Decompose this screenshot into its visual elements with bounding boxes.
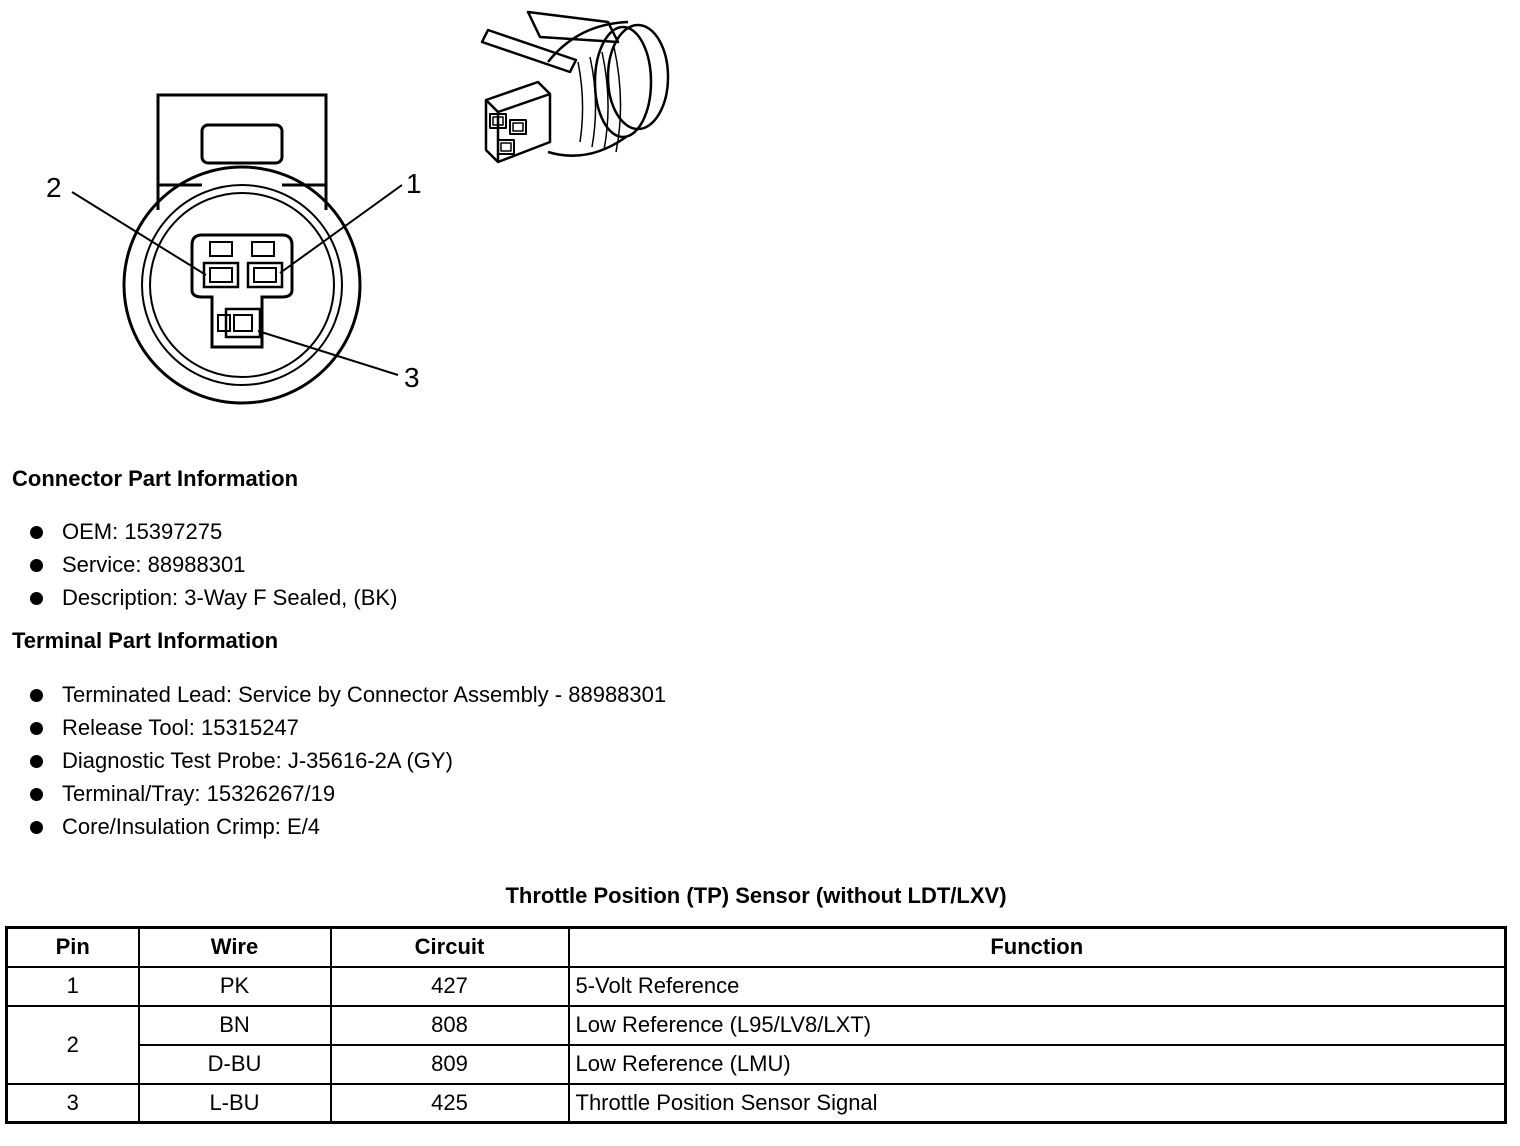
pin-cell: 2 <box>5 1004 140 1085</box>
table-row: 1 PK 427 5-Volt Reference <box>5 965 1507 1007</box>
pin-cell: 3 <box>5 1082 140 1124</box>
circuit-cell: 808 <box>329 1004 570 1046</box>
terminal-part-heading: Terminal Part Information <box>12 628 279 653</box>
connector-part-list: OEM: 15397275 Service: 88988301 Descript… <box>28 518 397 617</box>
table-title: Throttle Position (TP) Sensor (without L… <box>505 883 1007 908</box>
bullet-icon <box>30 592 43 605</box>
wire-cell: D-BU <box>137 1043 332 1085</box>
bullet-icon <box>30 722 43 735</box>
column-header-circuit: Circuit <box>329 926 570 968</box>
circuit-cell: 809 <box>329 1043 570 1085</box>
pin-3-label: 3 <box>404 362 420 393</box>
wire-cell: L-BU <box>137 1082 332 1124</box>
wire-cell: PK <box>137 965 332 1007</box>
list-item-text: Terminated Lead: Service by Connector As… <box>62 682 667 707</box>
column-header-pin: Pin <box>5 926 140 968</box>
connector-isometric-drawing <box>480 10 670 164</box>
pin-cell: 1 <box>5 965 140 1007</box>
list-item-text: Description: 3-Way F Sealed, (BK) <box>62 585 398 610</box>
bullet-icon <box>30 755 43 768</box>
circuit-cell: 427 <box>329 965 570 1007</box>
list-item: Release Tool: 15315247 <box>28 714 666 747</box>
list-item-text: Diagnostic Test Probe: J-35616-2A (GY) <box>62 748 453 773</box>
list-item: OEM: 15397275 <box>28 518 397 551</box>
list-item-text: Release Tool: 15315247 <box>62 715 299 740</box>
connector-part-heading: Connector Part Information <box>12 466 299 491</box>
list-item: Description: 3-Way F Sealed, (BK) <box>28 584 397 617</box>
terminal-part-list: Terminated Lead: Service by Connector As… <box>28 681 666 846</box>
function-cell: 5-Volt Reference <box>567 965 1507 1007</box>
function-cell: Low Reference (LMU) <box>567 1043 1507 1085</box>
circuit-cell: 425 <box>329 1082 570 1124</box>
column-header-wire: Wire <box>137 926 332 968</box>
pin-function-table: Pin Wire Circuit Function 1 PK 427 5-Vol… <box>5 926 1507 1124</box>
list-item-text: OEM: 15397275 <box>62 519 223 544</box>
table-row: D-BU 809 Low Reference (LMU) <box>7 1043 1507 1085</box>
wire-cell: BN <box>137 1004 332 1046</box>
list-item-text: Core/Insulation Crimp: E/4 <box>62 814 320 839</box>
function-cell: Low Reference (L95/LV8/LXT) <box>567 1004 1507 1046</box>
list-item: Terminal/Tray: 15326267/19 <box>28 780 666 813</box>
list-item-text: Service: 88988301 <box>62 552 246 577</box>
connector-face-diagram: 2 1 3 <box>46 93 422 405</box>
pin-1-label: 1 <box>406 168 422 199</box>
list-item: Service: 88988301 <box>28 551 397 584</box>
pin-2-label: 2 <box>46 172 62 203</box>
table-row: 2 BN 808 Low Reference (L95/LV8/LXT) <box>5 1004 1507 1085</box>
list-item: Core/Insulation Crimp: E/4 <box>28 813 666 846</box>
table-row: 3 L-BU 425 Throttle Position Sensor Sign… <box>5 1082 1507 1124</box>
function-cell: Throttle Position Sensor Signal <box>567 1082 1507 1124</box>
bullet-icon <box>30 821 43 834</box>
bullet-icon <box>30 559 43 572</box>
list-item: Terminated Lead: Service by Connector As… <box>28 681 666 714</box>
bullet-icon <box>30 526 43 539</box>
list-item-text: Terminal/Tray: 15326267/19 <box>62 781 336 806</box>
bullet-icon <box>30 788 43 801</box>
bullet-icon <box>30 689 43 702</box>
list-item: Diagnostic Test Probe: J-35616-2A (GY) <box>28 747 666 780</box>
table-header-row: Pin Wire Circuit Function <box>5 926 1507 968</box>
column-header-function: Function <box>567 926 1507 968</box>
